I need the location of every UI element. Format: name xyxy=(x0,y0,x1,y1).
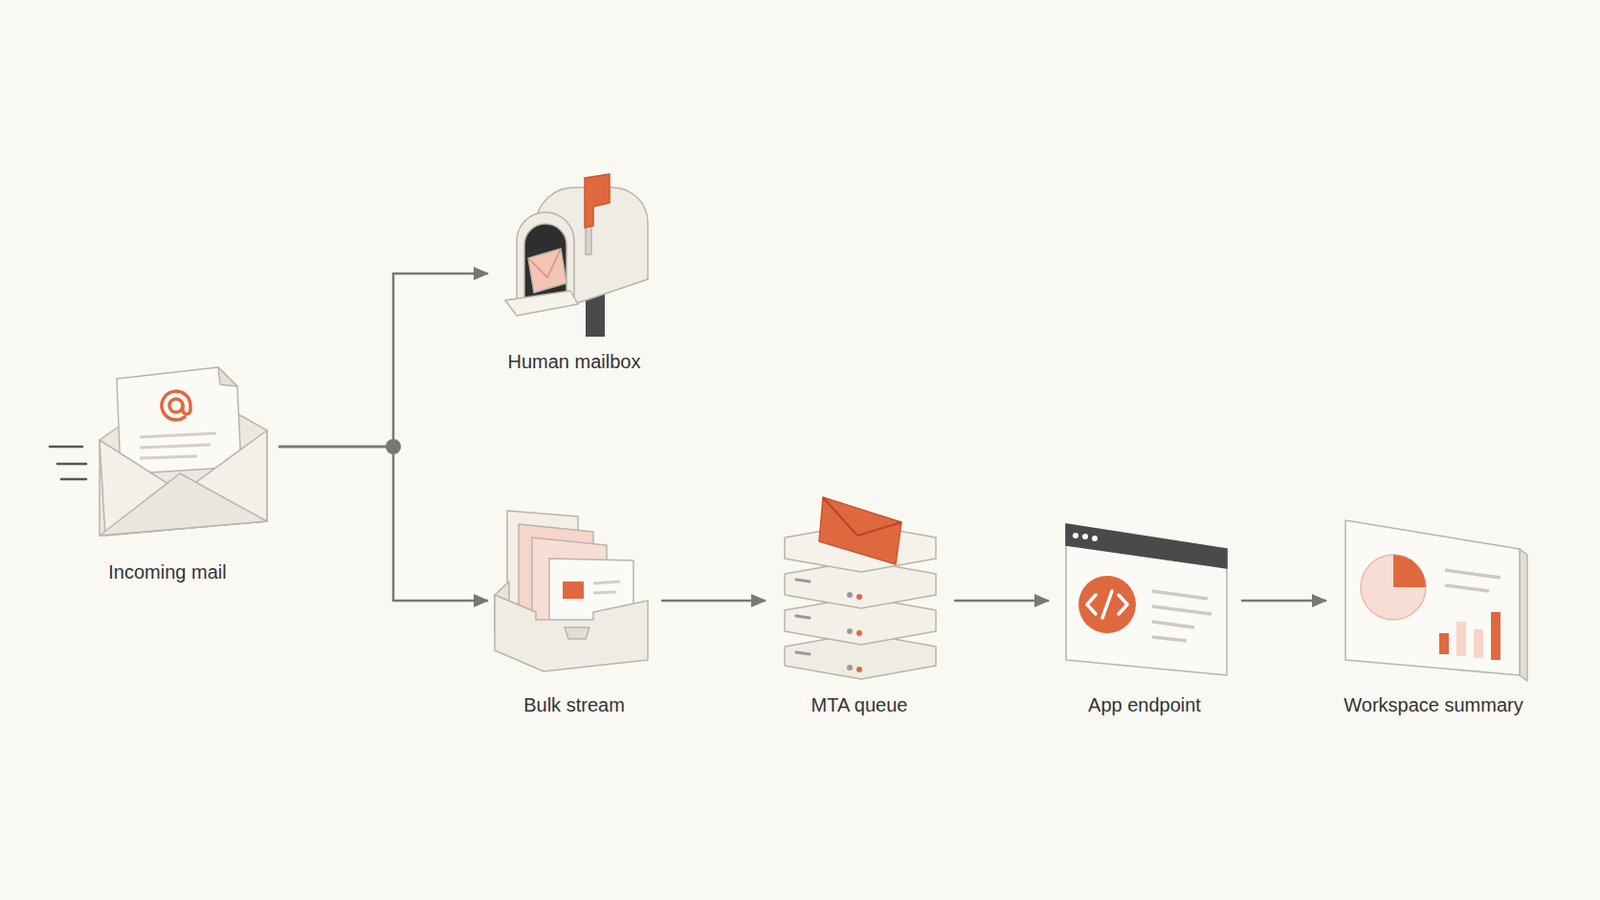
node-label: Bulk stream xyxy=(488,693,661,717)
flow-arrow xyxy=(278,446,489,601)
flow-arrow xyxy=(954,600,1049,603)
bulk-stream-icon xyxy=(494,511,648,672)
flow-arrow xyxy=(1241,600,1327,603)
node-label: Incoming mail xyxy=(57,560,278,584)
workspace-summary-node: Workspace summary xyxy=(1326,497,1541,717)
node-label: Human mailbox xyxy=(488,350,661,374)
bulk-stream-node: Bulk stream xyxy=(488,497,661,717)
mailbox-node: Human mailbox xyxy=(488,181,661,374)
flow-arrow xyxy=(661,600,766,603)
app-endpoint-node: App endpoint xyxy=(1048,497,1241,717)
app-endpoint-icon xyxy=(1066,524,1227,676)
node-label: Workspace summary xyxy=(1326,693,1541,717)
workspace-summary-icon xyxy=(1345,520,1528,682)
node-label: App endpoint xyxy=(1048,693,1241,717)
incoming-mail-icon xyxy=(49,367,267,536)
flow-arrow xyxy=(278,273,489,447)
mta-queue-node: MTA queue xyxy=(765,497,954,717)
mailbox-icon xyxy=(505,174,648,337)
node-label: MTA queue xyxy=(765,693,954,717)
mta-queue-icon xyxy=(784,497,936,680)
incoming-mail-node: Incoming mail xyxy=(57,366,278,584)
